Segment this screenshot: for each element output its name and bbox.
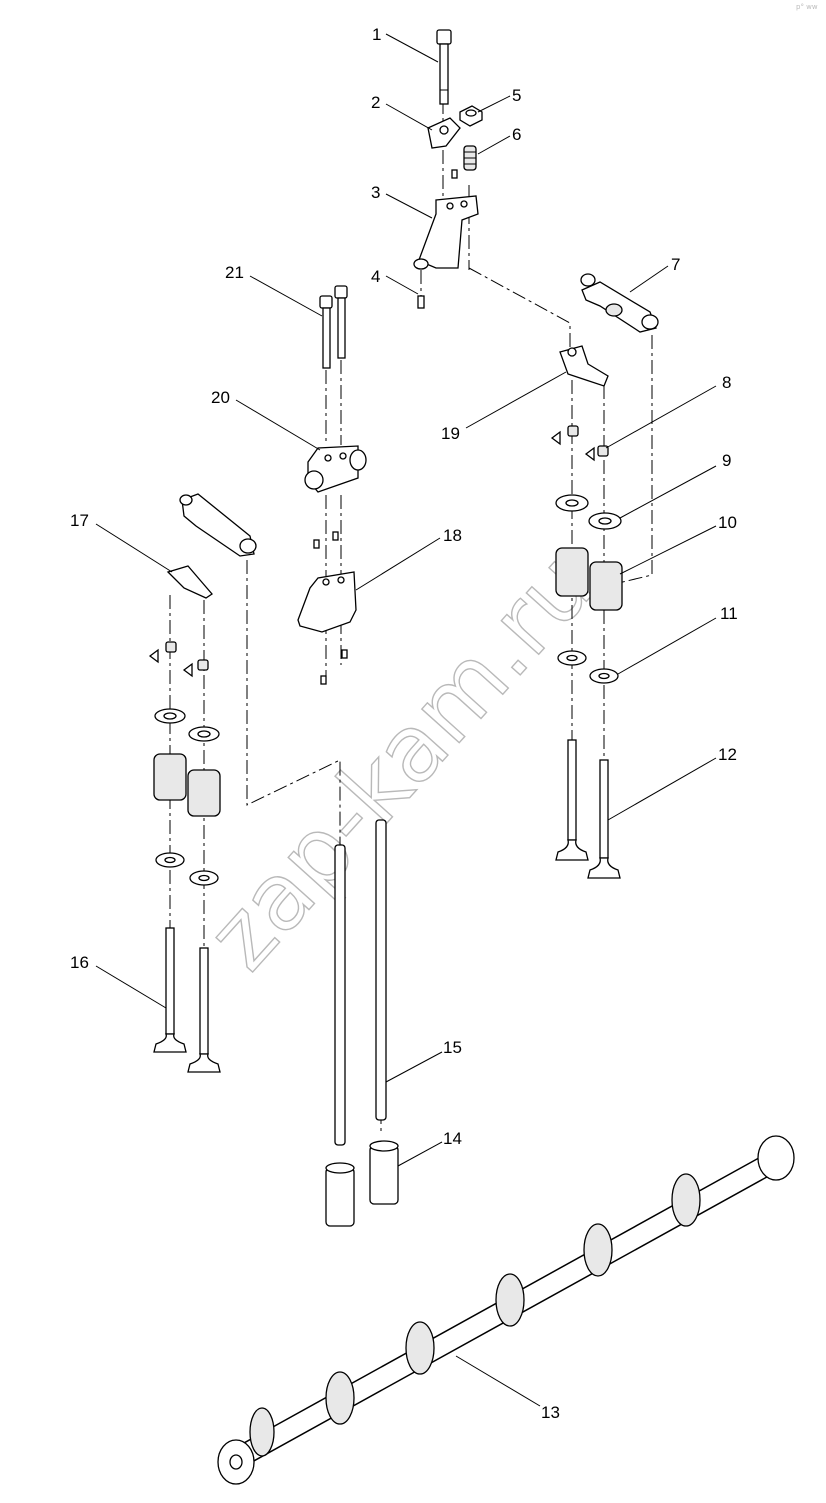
svg-text:15: 15: [443, 1038, 462, 1057]
svg-text:16: 16: [70, 953, 89, 972]
callout-15: 15: [385, 1038, 462, 1083]
part-11-spring-seats-right: [557, 650, 619, 684]
svg-text:6: 6: [512, 125, 521, 144]
svg-text:14: 14: [443, 1129, 462, 1148]
callout-16: 16: [70, 953, 167, 1009]
watermark: zap-kam.ru: [187, 532, 614, 990]
callout-17: 17: [70, 511, 173, 573]
part-9-spring-retainers-right: [555, 494, 622, 530]
svg-text:18: 18: [443, 526, 462, 545]
svg-text:9: 9: [722, 451, 731, 470]
svg-text:5: 5: [512, 86, 521, 105]
svg-text:12: 12: [718, 745, 737, 764]
part-left-valve-springs: [153, 753, 221, 817]
callout-20: 20: [211, 388, 321, 451]
part-1-bolt: [436, 29, 452, 105]
callout-13: 13: [455, 1355, 560, 1422]
svg-text:17: 17: [70, 511, 89, 530]
callout-18: 18: [355, 526, 462, 591]
svg-text:1: 1: [372, 25, 381, 44]
part-5-nut: [459, 105, 483, 127]
svg-text:20: 20: [211, 388, 230, 407]
svg-text:10: 10: [718, 513, 737, 532]
callout-19: 19: [441, 371, 567, 443]
part-6-spring: [451, 145, 477, 179]
svg-text:3: 3: [371, 183, 380, 202]
svg-text:11: 11: [720, 604, 738, 623]
part-16-valves-left: [153, 927, 221, 1073]
part-20-block: [304, 445, 367, 493]
part-4-pin: [417, 295, 425, 309]
callout-21: 21: [225, 263, 323, 317]
part-left-valve-keys: [148, 641, 209, 678]
callout-5: 5: [477, 86, 521, 113]
part-2-bracket: [427, 117, 461, 149]
callout-10: 10: [619, 513, 737, 575]
callout-1: 1: [372, 25, 439, 63]
callout-12: 12: [607, 745, 737, 821]
part-15-push-rods: [334, 819, 387, 1146]
svg-text:4: 4: [371, 267, 380, 286]
part-21-bolts: [319, 285, 348, 369]
callout-14: 14: [397, 1129, 462, 1167]
svg-text:2: 2: [371, 93, 380, 112]
part-8-valve-keys-right: [550, 425, 609, 462]
part-17-rocker-shaft-bracket-left: [166, 493, 257, 599]
part-left-spring-seats: [155, 852, 219, 886]
part-10-valve-springs-right: [555, 547, 623, 611]
svg-text:19: 19: [441, 424, 460, 443]
callout-7: 7: [629, 255, 680, 293]
part-12-valves-right: [555, 739, 621, 879]
callout-8: 8: [605, 373, 731, 449]
corner-mark: p° ww: [796, 3, 818, 11]
callout-2: 2: [371, 93, 433, 131]
part-19-rocker-shaft-bracket-right: [559, 345, 609, 387]
callout-11: 11: [617, 604, 738, 675]
part-left-spring-retainers: [154, 708, 220, 742]
callout-6: 6: [477, 125, 521, 155]
part-13-camshaft: [217, 1135, 795, 1485]
callout-4: 4: [371, 267, 419, 295]
svg-text:21: 21: [225, 263, 244, 282]
part-3-rocker-support: [413, 195, 479, 270]
svg-text:13: 13: [541, 1403, 560, 1422]
callout-3: 3: [371, 183, 433, 219]
part-7-rocker-arm-right: [580, 273, 659, 333]
svg-text:8: 8: [722, 373, 731, 392]
part-14-tappets: [325, 1140, 399, 1227]
callout-9: 9: [619, 451, 731, 519]
part-18-support: [297, 531, 357, 685]
svg-text:7: 7: [671, 255, 680, 274]
